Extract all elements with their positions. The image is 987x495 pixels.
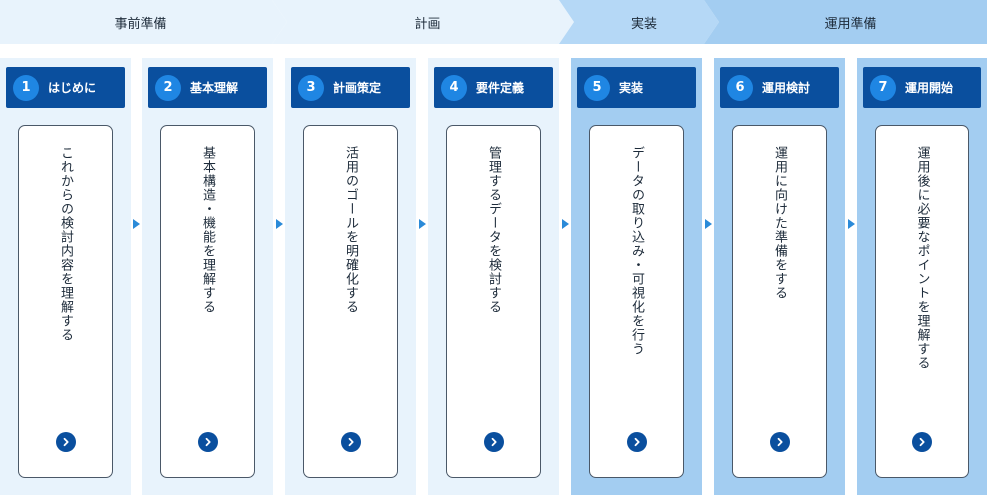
- step-description: 運用後に必要なポイントを理解する: [914, 146, 930, 370]
- step-title: 計画策定: [333, 81, 382, 95]
- triangle-right-icon: [133, 219, 140, 229]
- step-number-badge: 5: [584, 74, 610, 101]
- phase-label: 計画: [414, 16, 441, 32]
- step-column-2: 2 基本理解 基本構造・機能を理解する: [142, 58, 273, 495]
- step-description: これからの検討内容を理解する: [58, 146, 73, 342]
- step-card: 活用のゴールを明確化する: [303, 125, 398, 478]
- step-detail-button[interactable]: [483, 432, 504, 452]
- step-header: 4 要件定義: [434, 67, 553, 108]
- step-detail-button[interactable]: [769, 432, 790, 452]
- triangle-right-icon: [705, 219, 712, 229]
- phase-bar: 事前準備 計画 実装 運用準備: [0, 0, 987, 44]
- step-title: 運用開始: [905, 81, 954, 95]
- step-column-3: 3 計画策定 活用のゴールを明確化する: [285, 58, 416, 495]
- step-card: データの取り込み・可視化を行う: [589, 125, 684, 478]
- triangle-right-icon: [276, 219, 283, 229]
- step-detail-button[interactable]: [55, 432, 76, 452]
- step-header: 6 運用検討: [720, 67, 839, 108]
- step-number-badge: 1: [13, 74, 39, 101]
- step-title: 要件定義: [476, 81, 525, 95]
- step-description: データの取り込み・可視化を行う: [629, 146, 644, 356]
- step-header: 7 運用開始: [863, 67, 981, 108]
- chevron-right-circle-icon: [919, 437, 925, 447]
- step-header: 1 はじめに: [6, 67, 125, 108]
- step-number-badge: 4: [441, 74, 467, 101]
- step-card: 運用に向けた準備をする: [732, 125, 827, 478]
- step-detail-button[interactable]: [340, 432, 361, 452]
- step-column-7: 7 運用開始 運用後に必要なポイントを理解する: [857, 58, 987, 495]
- step-description: 管理するデータを検討する: [486, 146, 501, 314]
- step-detail-button[interactable]: [197, 432, 218, 452]
- step-description: 基本構造・機能を理解する: [200, 146, 215, 314]
- phase-operation-preparation: 運用準備: [704, 0, 987, 44]
- step-number-badge: 3: [298, 74, 324, 101]
- step-card: 管理するデータを検討する: [446, 125, 541, 478]
- phase-preparation: 事前準備: [0, 0, 287, 44]
- step-column-4: 4 要件定義 管理するデータを検討する: [428, 58, 559, 495]
- phase-label: 実装: [630, 16, 657, 32]
- step-title: はじめに: [48, 81, 97, 95]
- step-detail-button[interactable]: [912, 432, 932, 452]
- phase-label: 事前準備: [114, 16, 167, 32]
- step-title: 運用検討: [762, 81, 811, 95]
- phase-label: 運用準備: [824, 16, 877, 32]
- step-number-badge: 2: [155, 74, 181, 101]
- chevron-right-circle-icon: [491, 437, 497, 447]
- step-detail-button[interactable]: [626, 432, 647, 452]
- triangle-right-icon: [419, 219, 426, 229]
- phase-planning: 計画: [272, 0, 574, 44]
- step-number-badge: 7: [870, 74, 896, 101]
- chevron-right-circle-icon: [63, 437, 69, 447]
- chevron-right-circle-icon: [205, 437, 211, 447]
- triangle-right-icon: [562, 219, 569, 229]
- step-title: 基本理解: [190, 81, 239, 95]
- step-header: 5 実装: [577, 67, 696, 108]
- step-number-badge: 6: [727, 74, 753, 101]
- step-header: 3 計画策定: [291, 67, 410, 108]
- step-card: 運用後に必要なポイントを理解する: [875, 125, 969, 478]
- step-description: 活用のゴールを明確化する: [343, 146, 358, 314]
- chevron-right-circle-icon: [634, 437, 640, 447]
- step-column-1: 1 はじめに これからの検討内容を理解する: [0, 58, 131, 495]
- step-column-6: 6 運用検討 運用に向けた準備をする: [714, 58, 845, 495]
- chevron-right-circle-icon: [777, 437, 783, 447]
- step-card: 基本構造・機能を理解する: [160, 125, 255, 478]
- step-description: 運用に向けた準備をする: [772, 146, 787, 300]
- chevron-right-circle-icon: [348, 437, 354, 447]
- step-header: 2 基本理解: [148, 67, 267, 108]
- phase-implementation: 実装: [559, 0, 719, 44]
- triangle-right-icon: [848, 219, 855, 229]
- step-card: これからの検討内容を理解する: [18, 125, 113, 478]
- step-title: 実装: [619, 81, 644, 95]
- step-column-5: 5 実装 データの取り込み・可視化を行う: [571, 58, 702, 495]
